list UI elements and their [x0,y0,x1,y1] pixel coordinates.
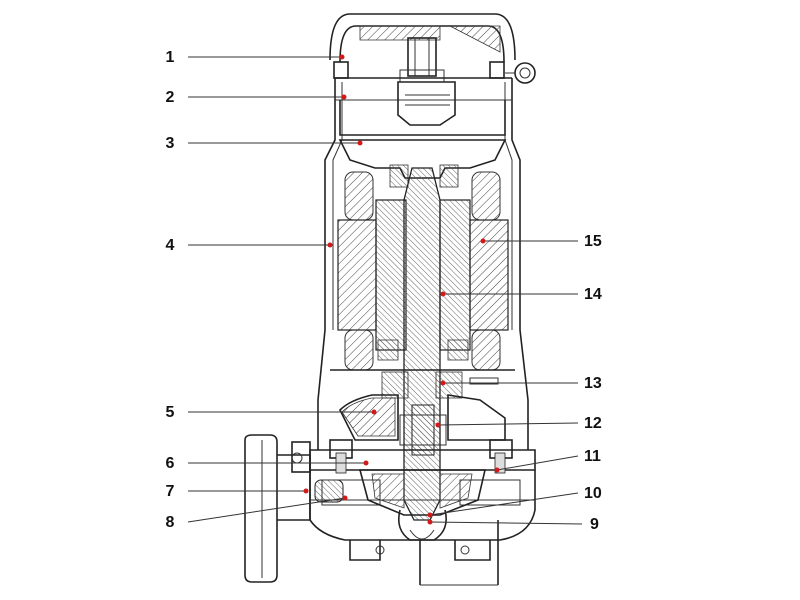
lifting-eye-bolt [505,62,536,84]
part-markers [303,54,500,525]
callout-number-2: 2 [166,89,175,106]
cable-entry [399,37,445,83]
part-marker-5 [371,409,377,415]
callout-number-15: 15 [584,233,602,250]
part-marker-4 [327,242,333,248]
part-marker-6 [363,460,369,466]
callout-number-11: 11 [584,448,601,465]
lifting-handle [329,13,516,63]
callout-number-8: 8 [166,514,175,531]
leader-line-10 [429,492,579,516]
impeller [358,469,487,516]
part-marker-12 [435,422,441,428]
part-marker-8 [342,495,348,501]
callout-number-6: 6 [166,455,175,472]
intake-cutter [349,509,491,561]
pump-stand [419,520,499,586]
callout-number-10: 10 [584,485,602,502]
callout-number-3: 3 [166,135,175,152]
stator-core [337,219,509,331]
part-marker-13 [440,380,446,386]
part-marker-1 [339,54,345,60]
lower-bearing-housing [330,369,515,441]
part-marker-9 [427,519,433,525]
rotor [375,199,471,361]
part-marker-2 [341,94,347,100]
callout-number-4: 4 [166,237,175,254]
discharge-flange [244,434,344,583]
callout-number-13: 13 [584,375,602,392]
callout-number-12: 12 [584,415,602,432]
shaft [403,167,441,521]
part-marker-11 [494,467,500,473]
leader-line-12 [437,422,579,426]
upper-bearing-housing [338,139,507,188]
mechanical-seal [399,404,447,456]
terminal-chamber [339,81,506,136]
leader-line-9 [429,521,583,525]
part-marker-15 [480,238,486,244]
part-marker-10 [427,512,433,518]
part-marker-7 [303,488,309,494]
part-marker-3 [357,140,363,146]
callout-number-7: 7 [166,483,175,500]
callout-number-5: 5 [166,404,175,421]
leader-lines [187,56,583,525]
callout-number-14: 14 [584,286,602,303]
callout-number-9: 9 [590,516,599,533]
callout-number-1: 1 [166,49,175,66]
leader-line-11 [496,455,579,471]
part-marker-14 [440,291,446,297]
leader-line-8 [187,497,346,523]
